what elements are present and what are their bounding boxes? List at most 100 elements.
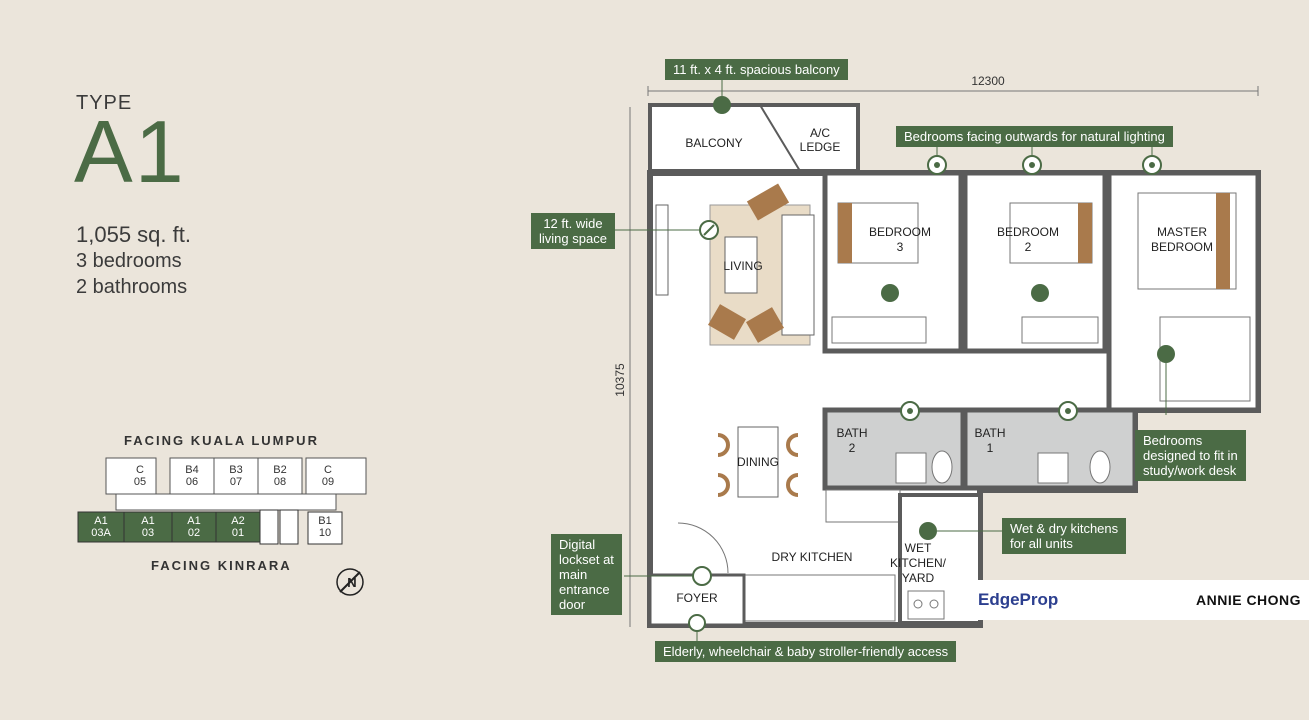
width-dimension-label: 12300 xyxy=(971,74,1005,88)
unit-area: 1,055 sq. ft. xyxy=(76,222,191,247)
key-plan: C 05 B4 06 B3 07 B2 08 C 09 A1 03A A1 03… xyxy=(77,457,367,596)
study-desk-icon xyxy=(1157,345,1175,415)
bath-1-label-1: BATH xyxy=(974,426,1005,440)
callout-lockset-line-2: lockset at xyxy=(559,552,614,567)
master-bedroom-label-2: BEDROOM xyxy=(1151,240,1213,254)
bath-fixture-icon xyxy=(900,401,920,421)
study-desk-icon xyxy=(1031,284,1049,302)
balcony-label: BALCONY xyxy=(685,136,742,150)
ac-ledge-label-2: LEDGE xyxy=(800,140,841,154)
callout-living-line-2: living space xyxy=(539,231,607,246)
unit-b110-a: B1 xyxy=(318,515,331,527)
unit-a102-b: 02 xyxy=(188,527,200,539)
ac-ledge-label-1: A/C xyxy=(810,126,830,140)
master-bedroom-room xyxy=(1106,170,1261,413)
callout-kitchens-line-1: Wet & dry kitchens xyxy=(1010,521,1119,536)
unit-a201-b: 01 xyxy=(232,527,244,539)
key-plan-bottom-units: A1 03A A1 03 A1 02 A2 01 B1 10 xyxy=(77,509,343,545)
north-arrow-icon: N xyxy=(336,568,364,596)
unit-type-code: A1 xyxy=(74,102,186,201)
sun-icon xyxy=(927,155,947,175)
callout-study-line-3: study/work desk xyxy=(1143,463,1237,478)
wet-kitchen-label-2: KITCHEN/ xyxy=(890,556,947,570)
callout-digital-lockset: Digital lockset at main entrance door xyxy=(551,534,622,615)
facing-kuala-lumpur-label: FACING KUALA LUMPUR xyxy=(124,433,319,448)
sun-icon xyxy=(1022,155,1042,175)
bedroom-3-label-1: BEDROOM xyxy=(869,225,931,239)
key-plan-top-units: C 05 B4 06 B3 07 B2 08 C 09 xyxy=(105,457,367,495)
bedroom-2-label-1: BEDROOM xyxy=(997,225,1059,239)
study-desk-icon xyxy=(881,284,899,302)
unit-c09-a: C xyxy=(324,464,332,476)
living-label: LIVING xyxy=(723,259,762,273)
unit-b406-a: B4 xyxy=(185,464,198,476)
balcony-area: BALCONY A/C LEDGE xyxy=(648,103,860,173)
unit-a201-a: A2 xyxy=(231,515,244,527)
unit-a103-a: A1 xyxy=(141,515,154,527)
kitchen-feature-icon xyxy=(919,522,1006,540)
bedroom-2-room xyxy=(962,170,1108,354)
type-label: TYPE xyxy=(76,92,133,114)
unit-b208-a: B2 xyxy=(273,464,286,476)
living-furniture xyxy=(655,183,815,346)
unit-b110-b: 10 xyxy=(319,527,331,539)
wet-kitchen-label-1: WET xyxy=(905,541,932,555)
dimension-height: 10375 xyxy=(613,107,631,627)
height-dimension-label: 10375 xyxy=(613,363,627,397)
callout-lockset-line-4: entrance xyxy=(559,582,610,597)
unit-bedrooms: 3 bedrooms xyxy=(76,250,182,272)
unit-b208-b: 08 xyxy=(274,476,286,488)
unit-a103a-a: A1 xyxy=(94,515,107,527)
callout-kitchens: Wet & dry kitchens for all units xyxy=(1002,518,1127,554)
callout-lockset-line-5: door xyxy=(559,597,586,612)
callout-study-desk: Bedrooms designed to fit in study/work d… xyxy=(1135,430,1246,481)
bath-fixture-icon xyxy=(1058,401,1078,421)
callout-study-line-2: designed to fit in xyxy=(1143,448,1238,463)
unit-a103-b: 03 xyxy=(142,527,154,539)
dry-kitchen-label: DRY KITCHEN xyxy=(772,550,853,564)
bath-2-label-1: BATH xyxy=(836,426,867,440)
wet-kitchen-label-3: YARD xyxy=(902,571,935,585)
unit-a102-a: A1 xyxy=(187,515,200,527)
agent-name: ANNIE CHONG xyxy=(1196,592,1302,608)
wet-kitchen-yard-area xyxy=(898,493,982,625)
master-bedroom-label-1: MASTER xyxy=(1157,225,1207,239)
dining-label: DINING xyxy=(737,455,779,469)
unit-c05-b: 05 xyxy=(134,476,146,488)
callout-study-line-1: Bedrooms xyxy=(1143,433,1203,448)
callout-natural-lighting: Bedrooms facing outwards for natural lig… xyxy=(896,126,1173,147)
callout-living-space: 12 ft. wide living space xyxy=(531,213,615,249)
bath-2-room xyxy=(822,407,966,491)
digital-lockset-icon xyxy=(624,566,712,586)
unit-bathrooms: 2 bathrooms xyxy=(76,276,188,298)
bath-2-label-2: 2 xyxy=(849,441,856,455)
edgeprop-logo[interactable]: EdgeProp xyxy=(978,590,1059,609)
callout-lockset-line-3: main xyxy=(559,567,588,582)
unit-b307-b: 07 xyxy=(230,476,242,488)
unit-specs: 1,055 sq. ft. 3 bedrooms 2 bathrooms xyxy=(76,222,191,300)
foyer-label: FOYER xyxy=(676,591,718,605)
sun-icon xyxy=(1142,155,1162,175)
callout-living-line-1: 12 ft. wide xyxy=(543,216,603,231)
bedroom-2-label-2: 2 xyxy=(1025,240,1032,254)
bath-1-label-2: 1 xyxy=(987,441,994,455)
unit-a103a-b: 03A xyxy=(91,527,111,539)
callout-kitchens-line-2: for all units xyxy=(1010,536,1073,551)
facing-kinrara-label: FACING KINRARA xyxy=(151,558,292,573)
key-plan-corridor xyxy=(115,493,337,511)
watermark-bar xyxy=(973,580,1309,620)
unit-c09-b: 09 xyxy=(322,476,334,488)
unit-b307-a: B3 xyxy=(229,464,242,476)
accessibility-icon xyxy=(688,614,706,641)
living-width-icon xyxy=(612,220,719,240)
bedroom-3-label-2: 3 xyxy=(897,240,904,254)
dry-kitchen-area xyxy=(744,489,901,622)
unit-c05-a: C xyxy=(136,464,144,476)
bedroom-3-room xyxy=(822,170,964,354)
callout-balcony: 11 ft. x 4 ft. spacious balcony xyxy=(665,59,848,80)
callout-accessibility: Elderly, wheelchair & baby stroller-frie… xyxy=(655,641,957,662)
north-label: N xyxy=(347,575,356,590)
unit-b406-b: 06 xyxy=(186,476,198,488)
callout-lockset-line-1: Digital xyxy=(559,537,596,552)
dining-furniture xyxy=(717,426,799,498)
